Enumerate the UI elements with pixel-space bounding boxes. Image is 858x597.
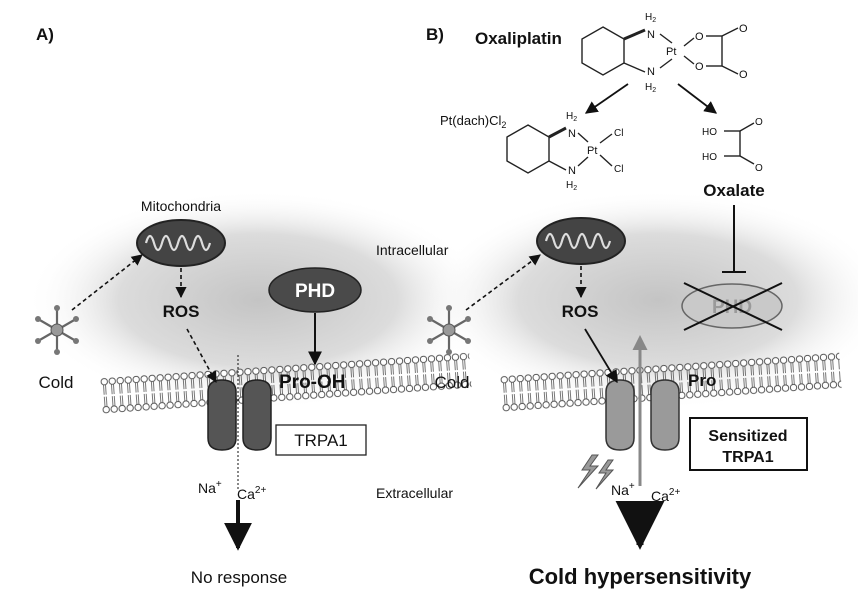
snowflake-icon-b bbox=[427, 305, 471, 355]
trpa1-box-a bbox=[275, 424, 367, 456]
pro-label-b: Pro bbox=[688, 371, 716, 390]
oxaliplatin-h2-bottom: H2 bbox=[645, 82, 656, 94]
cold-label-b: Cold bbox=[435, 373, 470, 392]
cold-label-a: Cold bbox=[39, 373, 74, 392]
oxalate-o-bottom: O bbox=[755, 163, 763, 174]
outcome-label-b: Cold hypersensitivity bbox=[529, 564, 752, 589]
pt-dach-cl2-label: Pt(dach)Cl2 bbox=[440, 113, 506, 130]
oxaliplatin-o-carbonyl-top: O bbox=[739, 23, 748, 35]
cross-icon bbox=[683, 282, 783, 331]
panel-a-label: A) bbox=[36, 25, 54, 44]
oxalate-ho-bottom: HO bbox=[702, 152, 717, 163]
extracellular-label: Extracellular bbox=[376, 485, 453, 501]
oxaliplatin-pt: Pt bbox=[666, 46, 676, 58]
metabolism-arrows bbox=[584, 83, 718, 114]
ros-label-b: ROS bbox=[562, 302, 599, 321]
trpa1-label-a: TRPA1 bbox=[294, 431, 348, 450]
mitochondria-icon-b bbox=[536, 217, 626, 265]
inhibition-line bbox=[722, 205, 746, 273]
oxalate-o-top: O bbox=[755, 117, 763, 128]
trpa1-label-b-line1: Sensitized bbox=[708, 428, 787, 445]
trpa1-channel-a bbox=[207, 379, 272, 451]
na-ion-label-a: Na+ bbox=[198, 479, 222, 496]
oxaliplatin-o-top: O bbox=[695, 31, 704, 43]
mitochondria-icon-a bbox=[136, 219, 226, 267]
pro-oh-label-a: Pro-OH bbox=[279, 372, 346, 393]
pt-dach-n-top: N bbox=[568, 128, 576, 140]
pt-dach-h2-top: H2 bbox=[566, 111, 577, 123]
outcome-label-a: No response bbox=[191, 568, 287, 587]
pt-dach-cl2-structure bbox=[506, 124, 613, 174]
snowflake-icon-a bbox=[35, 305, 79, 355]
oxalate-structure bbox=[724, 122, 755, 165]
phd-enzyme-a bbox=[268, 267, 362, 313]
pt-dach-cl-bottom: Cl bbox=[614, 164, 623, 175]
phd-label-a: PHD bbox=[295, 281, 335, 302]
arrows-a bbox=[71, 254, 322, 551]
trpa1-box-b bbox=[689, 417, 808, 471]
ca-ion-label-a: Ca2+ bbox=[237, 485, 266, 502]
pt-dach-n-bottom: N bbox=[568, 165, 576, 177]
ca-ion-label-b: Ca2+ bbox=[651, 487, 680, 504]
trpa1-label-b-line2: TRPA1 bbox=[722, 449, 773, 466]
pt-dach-h2-bottom: H2 bbox=[566, 180, 577, 192]
ros-label-a: ROS bbox=[163, 302, 200, 321]
oxaliplatin-o-bottom: O bbox=[695, 61, 704, 73]
na-ion-label-b: Na+ bbox=[611, 481, 635, 498]
oxaliplatin-n-bottom: N bbox=[647, 66, 655, 78]
membrane-a bbox=[100, 352, 472, 414]
cytoplasm-shade-b bbox=[426, 190, 858, 410]
pt-dach-pt: Pt bbox=[587, 145, 597, 157]
oxaliplatin-o-carbonyl-bottom: O bbox=[739, 69, 748, 81]
oxaliplatin-label: Oxaliplatin bbox=[475, 29, 562, 48]
oxaliplatin-n-top: N bbox=[647, 29, 655, 41]
pt-dach-cl-top: Cl bbox=[614, 128, 623, 139]
intracellular-label: Intracellular bbox=[376, 242, 449, 258]
arrows-b bbox=[465, 254, 665, 550]
oxalate-ho-top: HO bbox=[702, 127, 717, 138]
panel-b-label: B) bbox=[426, 25, 444, 44]
oxaliplatin-structure bbox=[581, 26, 739, 76]
oxaliplatin-h2-top: H2 bbox=[645, 12, 656, 24]
trpa1-channel-b bbox=[605, 379, 680, 451]
panel-b: B) Oxaliplatin H2 N Pt N H2 O O O O bbox=[426, 12, 858, 589]
lightning-icon bbox=[577, 454, 615, 490]
mitochondria-label-a: Mitochondria bbox=[141, 198, 221, 214]
panel-a: A) Mitochondria Cold bbox=[26, 25, 490, 587]
